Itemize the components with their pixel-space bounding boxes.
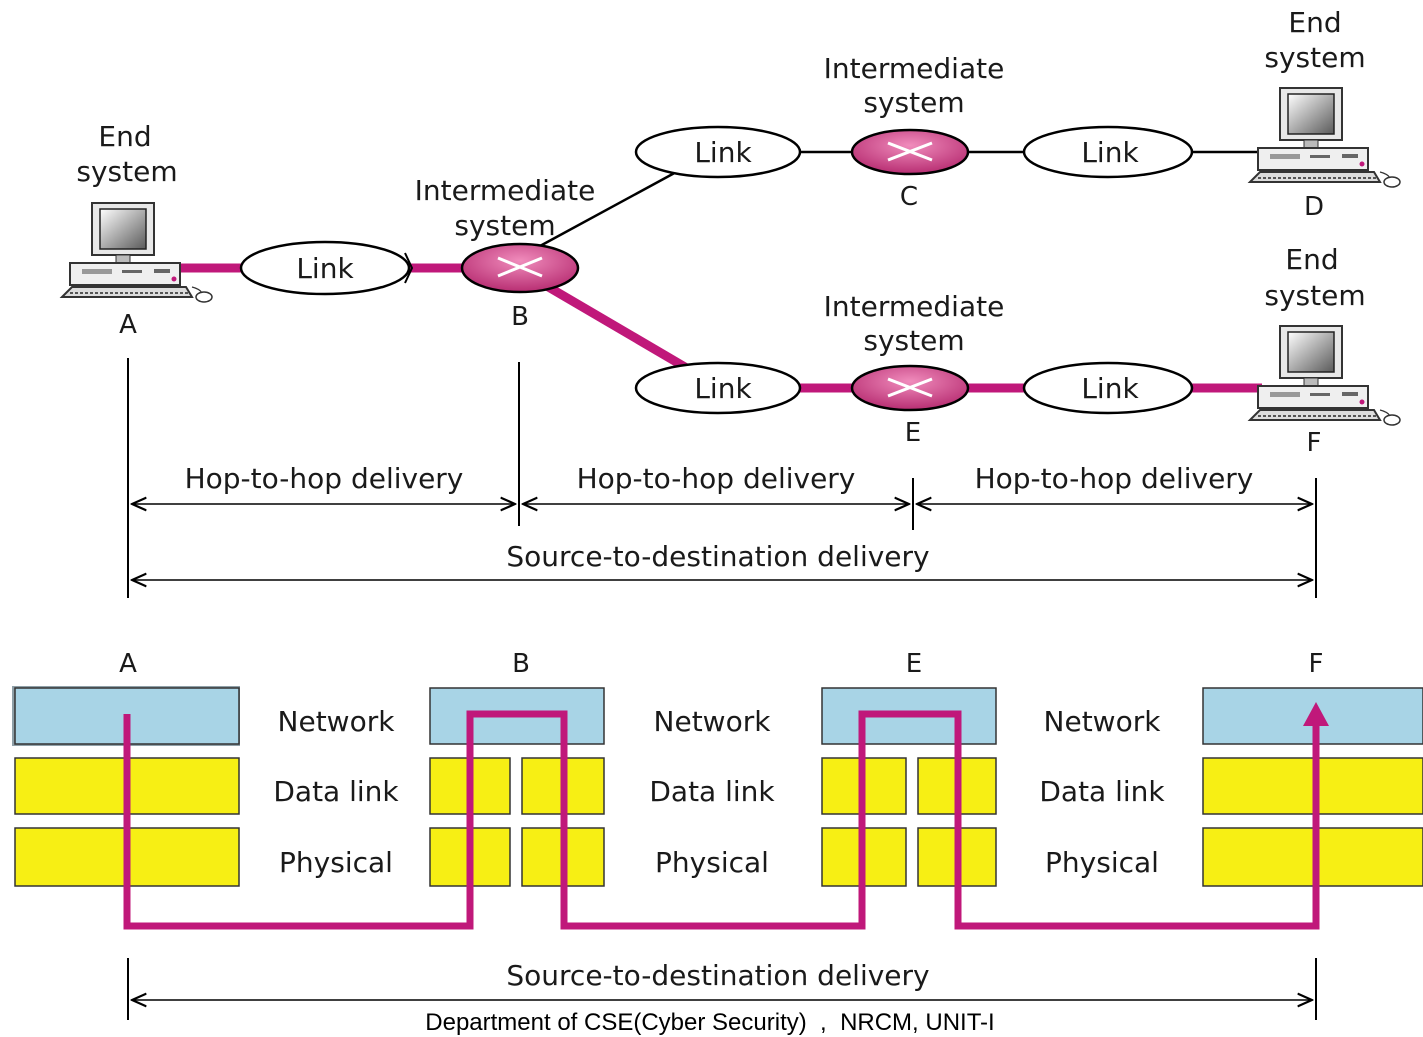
layer-label-data-link: Data link (273, 775, 399, 808)
intermediate-label-c: system (863, 86, 964, 119)
footer-text: Department of CSE(Cyber Security) , NRCM… (425, 1009, 994, 1036)
stack-node-label-e: E (906, 649, 922, 679)
intermediate-label-b: Intermediate (415, 174, 596, 207)
line-b-c (539, 168, 681, 248)
link-label: Link (694, 372, 752, 405)
router-c-icon (850, 128, 970, 176)
computer-d-icon (1249, 87, 1401, 188)
node-label-d: D (1304, 192, 1324, 222)
stack-node-label-a: A (119, 649, 137, 679)
node-label-e: E (905, 418, 921, 448)
layer-label-physical: Physical (279, 846, 393, 879)
layer-stacks: A B E F Network Network Network Data lin… (12, 649, 1423, 930)
intermediate-label-b: system (454, 209, 555, 242)
hop-label-1: Hop-to-hop delivery (185, 462, 464, 495)
link-b-c: Link (634, 125, 802, 179)
end-system-label-a: End (98, 120, 151, 153)
layer-label-data-link: Data link (1039, 775, 1165, 808)
end-system-label-d: system (1264, 41, 1365, 74)
link-c-d: Link (1022, 125, 1194, 179)
source-dest-label-bottom: Source-to-destination delivery (506, 959, 929, 992)
layer-label-physical: Physical (1045, 846, 1159, 879)
data-path (123, 710, 1320, 930)
node-label-c: C (900, 182, 918, 212)
data-path-arrowhead (1303, 702, 1329, 726)
node-label-f: F (1307, 428, 1322, 458)
layer-label-network: Network (278, 705, 396, 738)
end-system-label-d: End (1288, 6, 1341, 39)
layer-label-data-link: Data link (649, 775, 775, 808)
source-dest-label-top: Source-to-destination delivery (506, 540, 929, 573)
hop-label-3: Hop-to-hop delivery (975, 462, 1254, 495)
link-label: Link (694, 136, 752, 169)
stack-node-label-b: B (512, 649, 530, 679)
bottom-delivery: Source-to-destination delivery (127, 958, 1317, 1020)
computer-f-icon (1249, 325, 1401, 426)
topology: Link Link Link Link Link (61, 6, 1401, 458)
intermediate-label-e: system (863, 324, 964, 357)
node-label-b: B (511, 302, 529, 332)
link-b-e: Link (634, 361, 802, 415)
computer-a-icon (61, 202, 213, 303)
link-a-b: Link (239, 240, 414, 296)
layer-label-network: Network (1044, 705, 1162, 738)
delivery-spans: Hop-to-hop delivery Hop-to-hop delivery … (127, 358, 1317, 598)
stack-node-label-f: F (1309, 649, 1324, 679)
layer-label-physical: Physical (655, 846, 769, 879)
intermediate-label-c: Intermediate (824, 52, 1005, 85)
link-label: Link (296, 252, 354, 285)
node-label-a: A (119, 310, 137, 340)
link-label: Link (1081, 136, 1139, 169)
end-system-label-a: system (76, 155, 177, 188)
hop-label-2: Hop-to-hop delivery (577, 462, 856, 495)
end-system-label-f: End (1285, 243, 1338, 276)
stack-e (821, 687, 997, 887)
stack-b (429, 687, 605, 887)
router-e-icon (850, 364, 970, 412)
router-b-icon (460, 242, 580, 294)
intermediate-label-e: Intermediate (824, 290, 1005, 323)
link-label: Link (1081, 372, 1139, 405)
link-e-f: Link (1022, 361, 1194, 415)
path-b-e-diag (542, 281, 693, 374)
end-system-label-f: system (1264, 279, 1365, 312)
layer-label-network: Network (654, 705, 772, 738)
